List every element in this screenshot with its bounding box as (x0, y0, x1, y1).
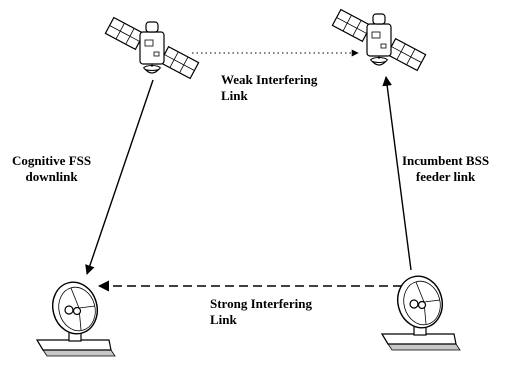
weak-label-line2: Link (221, 88, 248, 103)
incumbent-bss-feeder-link-label: Incumbent BSS feeder link (402, 153, 489, 185)
weak-interfering-link-label: Weak Interfering Link (221, 72, 317, 104)
weak-label-line1: Weak Interfering (221, 72, 318, 87)
strong-label-line2: Link (210, 312, 237, 327)
cognitive-fss-downlink-label: Cognitive FSS downlink (12, 153, 91, 185)
incumbent-bss-feeder-link-line (382, 76, 412, 271)
right-dish-antenna-icon (381, 270, 461, 351)
cognitive-fss-downlink-line (85, 79, 154, 275)
left-dish-antenna-icon (36, 276, 116, 357)
strong-interfering-link-label: Strong Interfering Link (210, 296, 312, 328)
bss-label-line2: feeder link (415, 169, 476, 184)
right-satellite-icon (331, 8, 427, 72)
left-satellite-icon (104, 16, 200, 80)
strong-label-line1: Strong Interfering (210, 296, 312, 311)
fss-label-line2: downlink (25, 169, 78, 184)
fss-label-line1: Cognitive FSS (12, 153, 92, 168)
bss-label-line1: Incumbent BSS (402, 153, 490, 168)
